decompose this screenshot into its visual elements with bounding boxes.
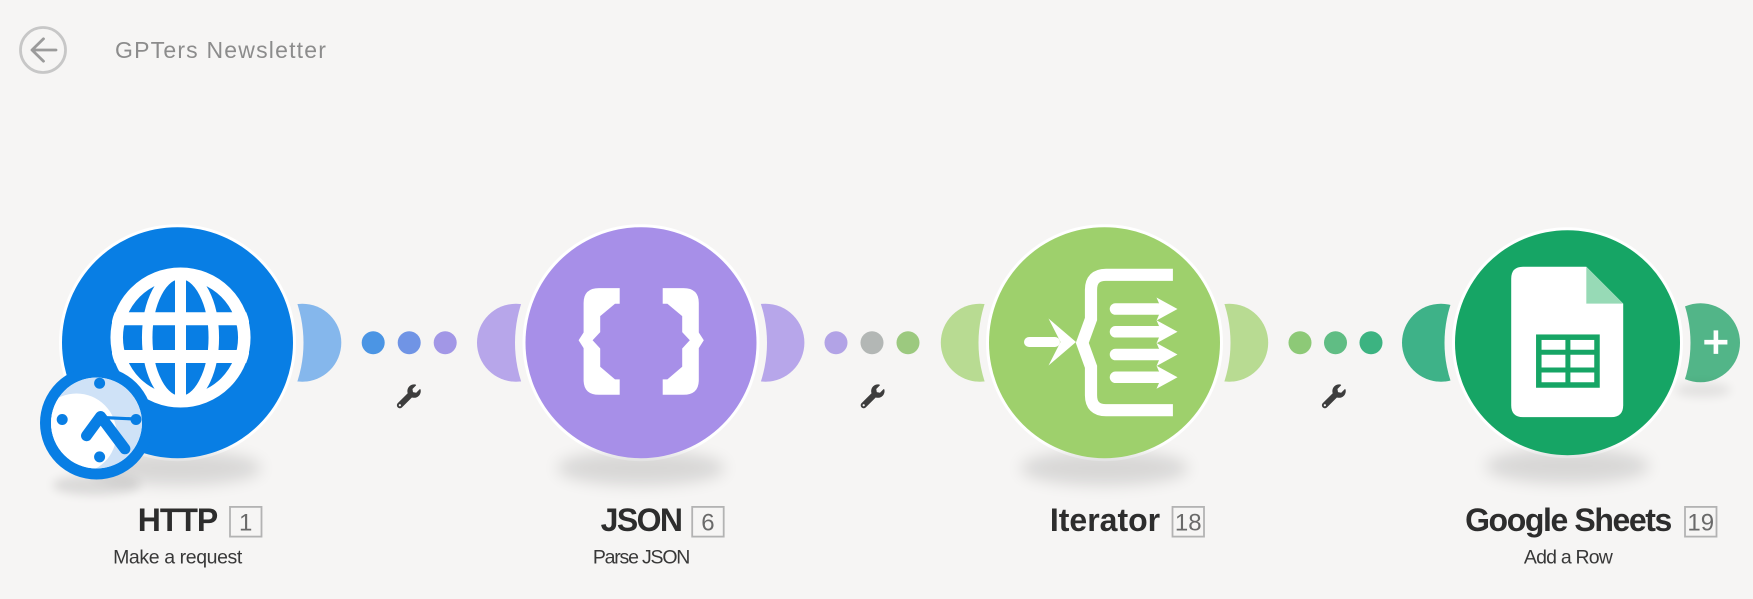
- svg-text:6: 6: [701, 509, 714, 536]
- svg-text:Iterator: Iterator: [1050, 502, 1160, 538]
- svg-text:Add a Row: Add a Row: [1524, 547, 1614, 569]
- svg-text:Google Sheets: Google Sheets: [1465, 502, 1671, 538]
- svg-text:HTTP: HTTP: [138, 502, 218, 538]
- svg-text:GPTers Newsletter: GPTers Newsletter: [115, 37, 327, 63]
- svg-text:19: 19: [1687, 509, 1714, 536]
- svg-text:Parse JSON: Parse JSON: [593, 547, 689, 569]
- svg-text:Make a request: Make a request: [113, 547, 243, 569]
- svg-text:18: 18: [1175, 509, 1202, 536]
- svg-text:1: 1: [239, 509, 252, 536]
- svg-text:JSON: JSON: [601, 502, 682, 538]
